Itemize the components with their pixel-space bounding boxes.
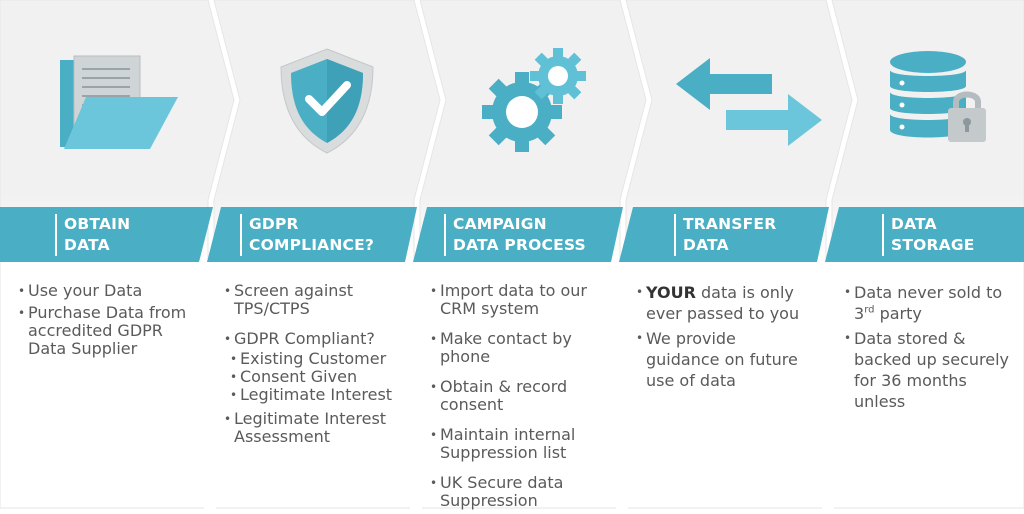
header-bar-gdpr [207, 207, 417, 262]
list-item: Use your Data [18, 282, 188, 301]
body-campaign-data-process: Import data to our CRM system Make conta… [430, 282, 608, 514]
list-item: Screen against TPS/CTPS [224, 282, 404, 318]
header-bar-obtain [0, 207, 213, 262]
item-text: party [874, 304, 922, 323]
header-transfer-data: TRANSFER DATA [674, 214, 776, 256]
header-gdpr-compliance: GDPR COMPLIANCE? [240, 214, 374, 256]
list-item: UK Secure data Suppression [430, 474, 608, 510]
header-line2: COMPLIANCE? [249, 236, 375, 254]
header-line1: DATA [891, 215, 937, 233]
sub-list-item: Existing Customer [230, 350, 404, 369]
header-bar-campaign [413, 207, 623, 262]
item-text: data is only ever passed to you [646, 283, 800, 323]
header-data-storage: DATA STORAGE [882, 214, 975, 256]
header-bar-storage [825, 207, 1024, 262]
database-lock-icon [890, 51, 986, 142]
header-bar-transfer [619, 207, 829, 262]
shield-check-icon [280, 48, 374, 154]
header-line2: DATA [64, 236, 110, 254]
header-campaign-data-process: CAMPAIGN DATA PROCESS [444, 214, 586, 256]
body-obtain-data: Use your Data Purchase Data from accredi… [18, 282, 188, 362]
header-line2: STORAGE [891, 236, 975, 254]
list-item: Purchase Data from accredited GDPR Data … [18, 304, 188, 358]
header-line1: GDPR [249, 215, 299, 233]
sub-list-item: Legitimate Interest [230, 386, 404, 405]
body-gdpr-compliance: Screen against TPS/CTPS GDPR Compliant? … [224, 282, 404, 450]
list-item: Maintain internal Suppression list [430, 426, 608, 462]
header-line1: OBTAIN [64, 215, 131, 233]
header-line1: TRANSFER [683, 215, 777, 233]
list-item: Obtain & record consent [430, 378, 608, 414]
header-line2: DATA [683, 236, 729, 254]
superscript: rd [864, 304, 875, 316]
header-line1: CAMPAIGN [453, 215, 547, 233]
list-item: Data stored & backed up securely for 36 … [844, 328, 1016, 412]
list-item: Import data to our CRM system [430, 282, 608, 318]
list-item: Make contact by phone [430, 330, 608, 366]
list-item: Legitimate Interest Assessment [224, 410, 404, 446]
list-item: Data never sold to 3rd party [844, 282, 1016, 324]
emphasis-text: YOUR [646, 283, 696, 302]
header-line2: DATA PROCESS [453, 236, 586, 254]
gears-icon [482, 48, 586, 152]
list-item: YOUR data is only ever passed to you [636, 282, 812, 324]
item-text: Data never sold to 3 [854, 283, 1003, 323]
list-item: GDPR Compliant? [224, 330, 404, 349]
list-item: We provide guidance on future use of dat… [636, 328, 812, 391]
transfer-arrows-icon [676, 58, 822, 146]
header-obtain-data: OBTAIN DATA [55, 214, 130, 256]
body-transfer-data: YOUR data is only ever passed to you We … [636, 282, 812, 395]
body-data-storage: Data never sold to 3rd party Data stored… [844, 282, 1016, 416]
sub-list-item: Consent Given [230, 368, 404, 387]
folder-document-icon [60, 55, 178, 149]
